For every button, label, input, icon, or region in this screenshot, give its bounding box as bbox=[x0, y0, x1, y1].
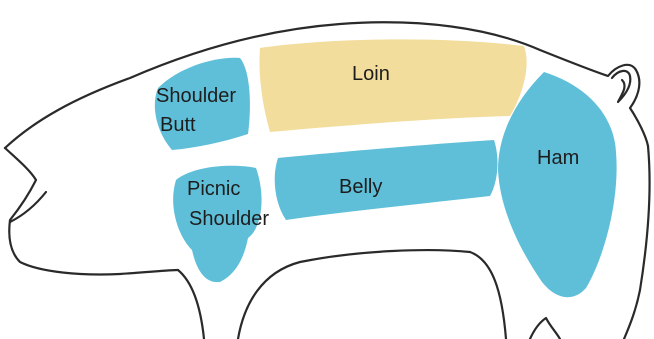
cut-shoulder-butt: Shoulder Butt bbox=[155, 58, 250, 150]
shoulder-butt-label-line2: Butt bbox=[160, 114, 196, 136]
hind-hoof-outline bbox=[530, 318, 560, 339]
cut-belly: Belly bbox=[275, 140, 498, 220]
pig-tail bbox=[612, 71, 630, 102]
picnic-shoulder-label-line2: Shoulder bbox=[189, 208, 269, 230]
loin-label: Loin bbox=[352, 63, 390, 85]
belly-label: Belly bbox=[339, 176, 382, 198]
rump-outline bbox=[624, 146, 650, 339]
rear-leg-outline bbox=[470, 252, 506, 339]
shoulder-butt-label-line1: Shoulder bbox=[156, 85, 236, 107]
cut-picnic-shoulder: Picnic Shoulder bbox=[173, 166, 269, 282]
cut-ham: Ham bbox=[498, 72, 617, 297]
front-leg-outline bbox=[178, 270, 204, 339]
belly-region bbox=[275, 140, 498, 220]
ham-label: Ham bbox=[537, 147, 579, 169]
pig-snout-and-belly-outline bbox=[5, 148, 178, 275]
picnic-shoulder-label-line1: Picnic bbox=[187, 178, 240, 200]
cut-loin: Loin bbox=[259, 39, 526, 132]
belly-line-outline bbox=[238, 250, 470, 339]
ham-region bbox=[498, 72, 617, 297]
loin-region bbox=[259, 39, 526, 132]
